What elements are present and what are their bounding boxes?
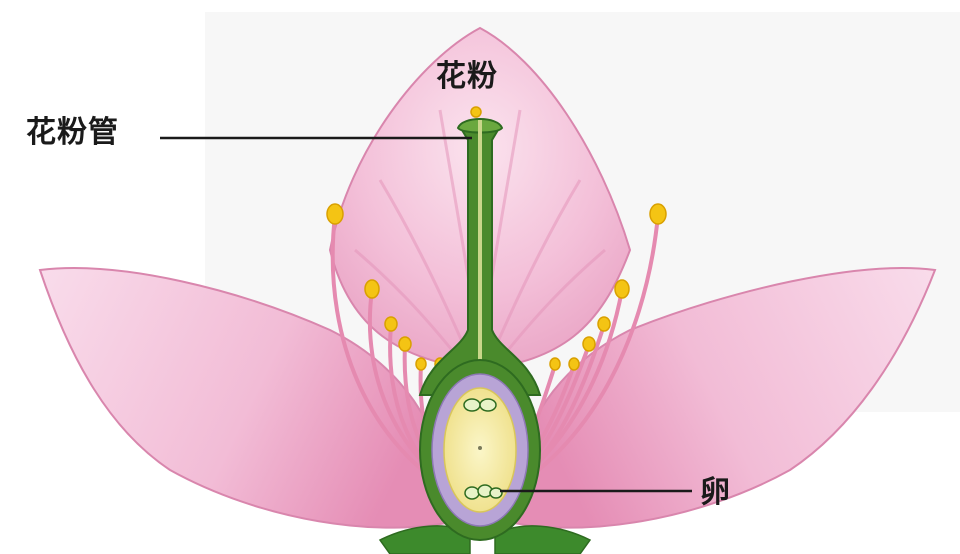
label-pollen-tube: 花粉管 [26, 118, 119, 148]
pollen-grain [471, 107, 481, 117]
central-nucleus [478, 446, 482, 450]
label-egg: 卵 [700, 478, 731, 508]
label-pollen: 花粉 [436, 62, 498, 92]
